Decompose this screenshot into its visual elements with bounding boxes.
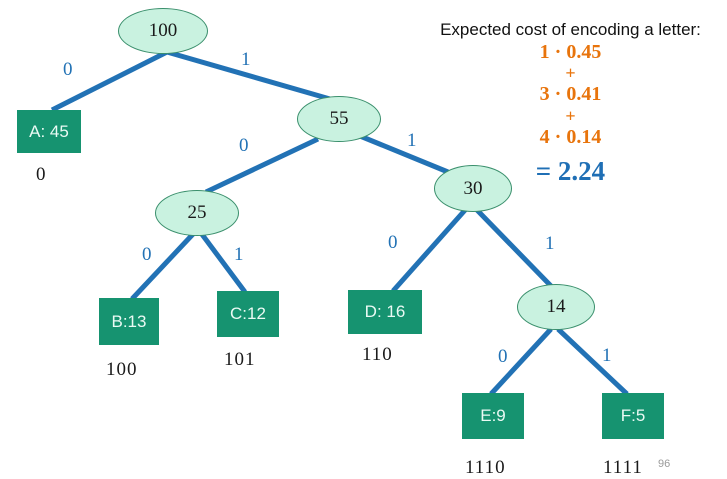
expected-cost-title: Expected cost of encoding a letter: <box>440 20 701 39</box>
leaf-node-c: C:12 <box>217 291 279 337</box>
internal-node-30: 30 <box>434 165 512 212</box>
edge-14-F <box>556 327 629 396</box>
edge-bit-label-e-30-right: 1 <box>545 233 555 254</box>
edge-bit-label-e-55-right: 1 <box>407 130 417 151</box>
internal-node-label: 55 <box>329 108 349 129</box>
edge-root-55 <box>166 49 331 102</box>
leaf-node-d: D: 16 <box>348 290 422 334</box>
leaf-node-f: F:5 <box>602 393 664 439</box>
cost-plus-2: + <box>565 105 576 126</box>
edge-bit-label-e-14-left: 0 <box>498 346 508 367</box>
cost-term-3: 4 · 0.14 <box>539 125 602 148</box>
cost-plus-1: + <box>565 63 576 84</box>
leaf-node-b: B:13 <box>99 298 159 345</box>
cost-term-2: 3 · 0.41 <box>539 83 602 106</box>
codeword-c: 101 <box>224 349 256 370</box>
leaf-node-label: D: 16 <box>364 302 406 321</box>
slide-page-number: 96 <box>658 458 671 470</box>
internal-node-55: 55 <box>297 96 381 142</box>
leaf-node-a: A: 45 <box>17 110 81 153</box>
edge-55-30 <box>359 133 449 175</box>
codeword-b: 100 <box>106 359 138 380</box>
edge-bit-label-e-25-left: 0 <box>142 244 152 265</box>
internal-node-label: 25 <box>187 202 207 223</box>
edge-25-B <box>130 231 196 301</box>
leaf-node-label: F:5 <box>620 406 646 425</box>
leaf-node-e: E:9 <box>462 393 524 439</box>
codeword-d: 110 <box>362 344 393 365</box>
codeword-a: 0 <box>36 164 47 185</box>
internal-node-label: 14 <box>546 296 566 317</box>
internal-node-25: 25 <box>155 190 239 236</box>
edge-bit-label-e-30-left: 0 <box>388 232 398 253</box>
internal-node-14: 14 <box>517 284 595 330</box>
edge-bit-label-e-root-left: 0 <box>63 59 73 80</box>
edge-bit-label-e-25-right: 1 <box>234 244 244 265</box>
edge-bit-label-e-14-right: 1 <box>602 345 612 366</box>
edge-30-D <box>391 207 468 293</box>
edge-bit-label-e-root-right: 1 <box>241 49 251 70</box>
expected-cost-result: = 2.24 <box>535 156 606 187</box>
codeword-f: 1111 <box>603 457 643 478</box>
codeword-e: 1110 <box>465 457 506 478</box>
internal-node-label: 100 <box>148 20 178 41</box>
edge-30-14 <box>475 208 553 288</box>
edge-bit-label-e-55-left: 0 <box>239 135 249 156</box>
expected-cost-panel: Expected cost of encoding a letter: 1 · … <box>414 20 727 187</box>
internal-node-label: 30 <box>463 177 483 199</box>
edge-25-C <box>198 231 248 294</box>
leaf-node-label: E:9 <box>480 406 506 425</box>
edge-14-E <box>489 327 553 396</box>
cost-term-1: 1 · 0.45 <box>539 40 602 63</box>
leaf-node-label: B:13 <box>111 311 147 331</box>
leaf-node-label: C:12 <box>230 304 266 323</box>
internal-node-100: 100 <box>118 8 208 54</box>
edge-55-25 <box>204 136 320 195</box>
edge-root-A <box>50 49 169 113</box>
leaf-node-label: A: 45 <box>29 121 69 141</box>
